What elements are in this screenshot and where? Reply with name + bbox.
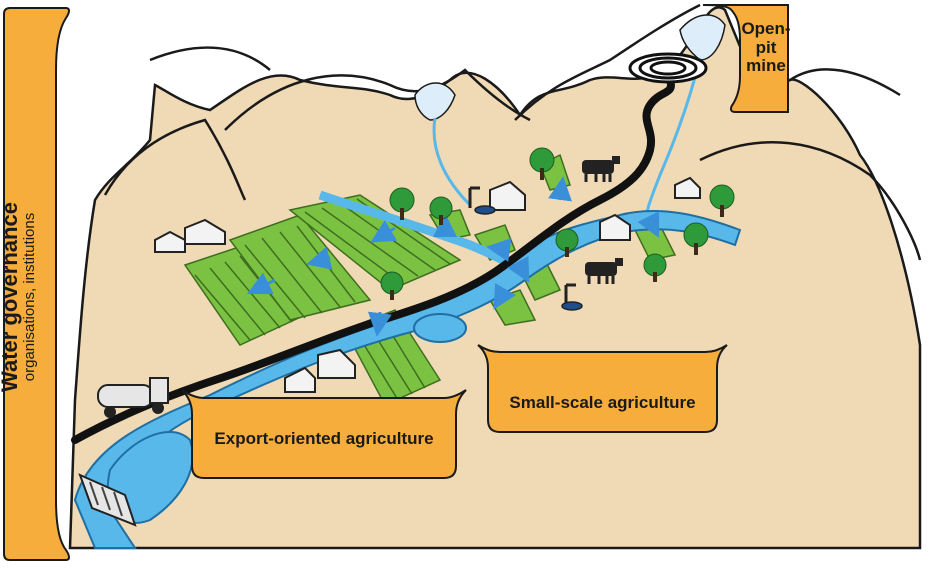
small-scale-agriculture-label: Small-scale agriculture (509, 393, 696, 412)
mountain-ridge-back (149, 46, 901, 97)
tanker-truck (97, 377, 169, 418)
open-pit-mine (628, 52, 708, 84)
glacier-stream-left (432, 117, 472, 207)
open-pit-mine-label-line2: mine (746, 56, 786, 76)
mountain-ridge-far (699, 141, 922, 261)
mountain-ridge-left (103, 118, 247, 201)
dam (78, 473, 137, 527)
pond (413, 313, 467, 343)
cows (582, 156, 623, 284)
governance-bracket (3, 7, 70, 561)
export-oriented-agriculture-label: Export-oriented agriculture (214, 429, 434, 448)
mine-label-box (702, 4, 789, 113)
water-governance-title: Water governance (0, 202, 22, 392)
water-flow-arrows (246, 176, 660, 337)
mountain-ridge-right (514, 3, 701, 121)
road (71, 58, 675, 444)
water-governance-subtitle: organisations, institutions (21, 212, 39, 382)
glacier-right (679, 14, 726, 61)
open-pit-mine-label: Open-pit mine (740, 19, 792, 76)
open-pit-mine-label-line1: Open-pit (741, 19, 791, 57)
small-scale-label-box (477, 344, 728, 433)
water-governance-label: Water governance organisations, institut… (0, 152, 56, 442)
mountain-ridge-center (224, 68, 531, 131)
export-label-box (181, 389, 467, 479)
water-pumps (468, 186, 583, 311)
trees (380, 147, 735, 300)
glacier-left (414, 82, 456, 121)
